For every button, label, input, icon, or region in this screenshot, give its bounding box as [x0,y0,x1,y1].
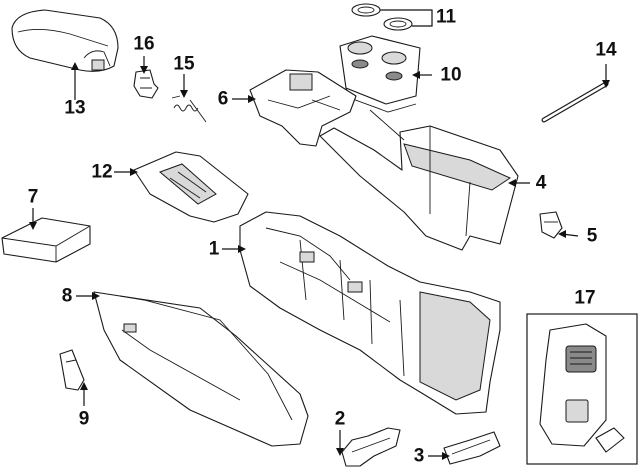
callout-2: 2 [334,408,346,430]
callout-14: 14 [595,39,617,61]
part-15-spring [171,95,207,123]
callout-13: 13 [64,97,86,119]
callout-1: 1 [208,238,220,260]
leader-arrowheads [29,62,610,460]
callout-10: 10 [440,64,462,86]
part-6-upper-panel [249,69,357,147]
part-14-trim-strip [541,81,609,123]
part-3-bracket [443,431,501,465]
part-9-trim-piece [59,349,85,391]
callout-12: 12 [91,161,113,183]
part-11-cup-inserts [351,3,413,31]
callout-8: 8 [61,285,73,307]
callout-3: 3 [413,445,425,467]
part-12-shifter-bezel [133,151,249,223]
part-2-bracket [341,427,401,467]
part-7-console-pad [1,217,91,263]
part-16-bracket [133,69,159,99]
callout-4: 4 [535,172,547,194]
part-8-side-trim [93,291,309,447]
part-4-side-panel [319,109,519,251]
callout-17: 17 [574,287,596,309]
part-13-armrest-lid [11,9,119,72]
callout-6: 6 [217,88,229,110]
part-1-console-body [239,211,501,415]
part-17-inset-box [526,313,638,465]
callout-5: 5 [586,225,598,247]
callout-16: 16 [133,33,155,55]
part-10-cup-holder [339,35,421,113]
part-5-clip [539,211,563,239]
callout-7: 7 [27,186,39,208]
callout-11: 11 [435,6,457,28]
callout-9: 9 [78,408,90,430]
callout-15: 15 [173,53,195,75]
